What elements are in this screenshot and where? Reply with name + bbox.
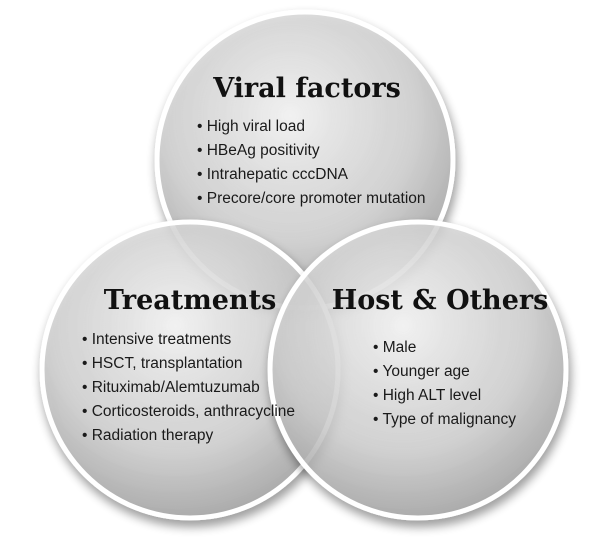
treatments-title: Treatments bbox=[104, 285, 277, 316]
viral-factor-item: • Intrahepatic cccDNA bbox=[197, 166, 349, 183]
viral-factor-item: • High viral load bbox=[197, 118, 305, 135]
host-factor-item: • Type of malignancy bbox=[373, 411, 516, 428]
viral-factor-item: • HBeAg positivity bbox=[197, 142, 320, 159]
host-factor-item: • Male bbox=[373, 339, 416, 356]
treatment-item: • Corticosteroids, anthracycline bbox=[82, 403, 295, 420]
host-factor-item: • Younger age bbox=[373, 363, 470, 380]
viral-factors-title: Viral factors bbox=[212, 73, 401, 104]
treatment-item: • HSCT, transplantation bbox=[82, 355, 243, 372]
treatment-item: • Intensive treatments bbox=[82, 331, 232, 348]
host-factor-item: • High ALT level bbox=[373, 387, 481, 404]
treatment-item: • Radiation therapy bbox=[82, 427, 213, 444]
viral-factor-item: • Precore/core promoter mutation bbox=[197, 190, 426, 207]
host-others-title: Host & Others bbox=[332, 285, 549, 316]
treatment-item: • Rituximab/Alemtuzumab bbox=[82, 379, 260, 396]
circle-host-others bbox=[267, 219, 569, 521]
